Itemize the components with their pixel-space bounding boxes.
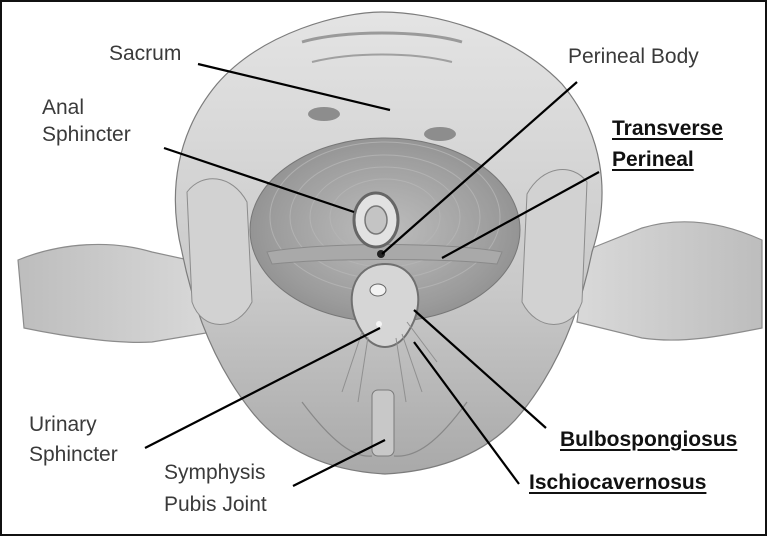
- label-urinary-sphincter: Urinary Sphincter: [29, 410, 118, 470]
- label-perineal-body: Perineal Body: [568, 43, 699, 70]
- label-anal-sphincter: Anal Sphincter: [42, 94, 131, 148]
- label-bulbospongiosus: Bulbospongiosus: [560, 426, 737, 453]
- label-transverse-perineal: Transverse Perineal: [612, 113, 723, 175]
- right-hip-bone: [577, 222, 762, 340]
- label-ischiocavernosus: Ischiocavernosus: [529, 469, 706, 496]
- pubic-symphysis: [372, 390, 394, 456]
- label-symphysis-pubis-joint: Symphysis Pubis Joint: [164, 457, 267, 521]
- label-sacrum: Sacrum: [109, 40, 181, 67]
